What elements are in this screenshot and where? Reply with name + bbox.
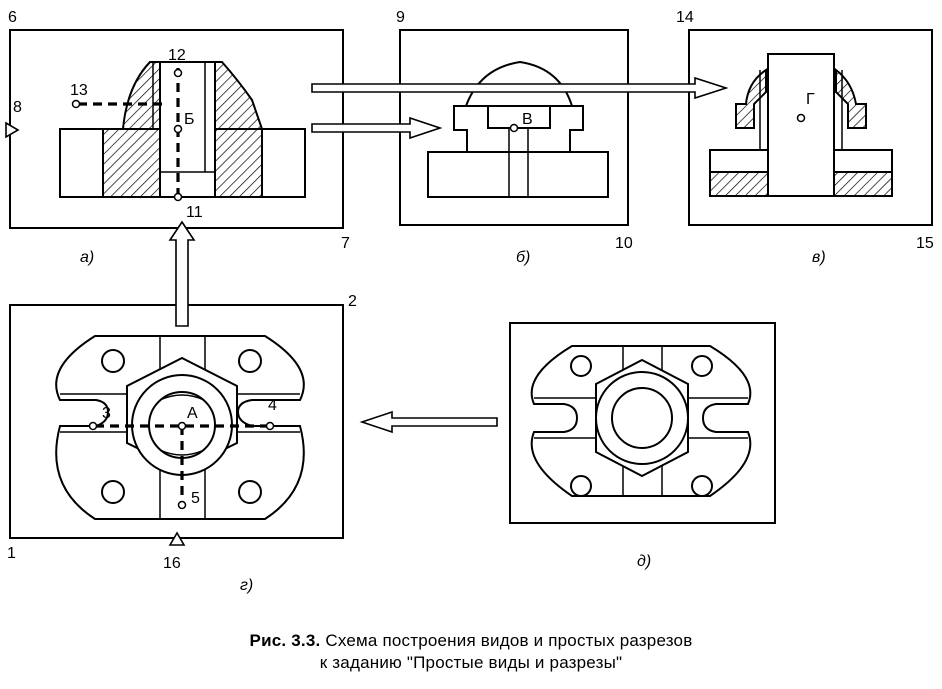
view-a-point-12 [173, 68, 183, 78]
view-a-caption: а) [80, 249, 94, 266]
arrow-g-to-a [168, 220, 196, 327]
view-a-hatch-left [102, 61, 161, 198]
view-v-frame [688, 29, 933, 226]
view-a-bore [159, 61, 216, 198]
view-g-point-5 [177, 500, 187, 510]
view-g-bottom-marker [168, 531, 186, 546]
view-a-point-13 [71, 99, 81, 109]
view-g-hole-br [238, 480, 262, 504]
view-a-corner-br: 7 [341, 235, 350, 252]
view-v-caption: в) [812, 249, 826, 266]
view-v: Г 14 15 в) [676, 9, 934, 266]
caption-line-2: к заданию "Простые виды и разрезы" [319, 653, 623, 672]
view-g-point-3 [88, 421, 98, 431]
view-g-point-4 [265, 421, 275, 431]
view-v-label-g: Г [806, 91, 815, 108]
view-a-label-b: Б [184, 111, 195, 128]
view-g-label-a: А [187, 405, 198, 422]
view-d-inner-ring [611, 387, 673, 449]
view-g-label-16: 16 [163, 555, 181, 572]
view-a: 6 7 8 12 13 Б 11 а) [5, 9, 350, 266]
arrow-d-to-g [359, 410, 498, 434]
view-b-caption: б) [516, 249, 530, 266]
view-v-point-g [796, 113, 806, 123]
view-a-point-b [173, 124, 183, 134]
view-v-hatch-left [735, 68, 767, 129]
view-b-label-v: В [522, 111, 533, 128]
caption-prefix: Рис. 3.3. [249, 631, 321, 650]
view-b: В 9 10 б) [396, 9, 633, 266]
view-d-hole-tl [570, 355, 592, 377]
view-b-base [427, 151, 609, 198]
view-d-hole-br [691, 475, 713, 497]
view-g-corner-tr: 2 [348, 293, 357, 310]
view-b-corner-br: 10 [615, 235, 633, 252]
view-v-hatch-base-left [709, 171, 769, 197]
projection-arrows [168, 76, 729, 434]
view-d: д) [509, 322, 776, 570]
view-g-hole-tr [238, 349, 262, 373]
view-v-core [767, 53, 835, 197]
view-d-frame [509, 322, 776, 524]
view-g-hole-bl [101, 480, 125, 504]
view-b-point-v [509, 123, 519, 133]
view-g: 1 2 3 А 4 5 16 г) [7, 293, 357, 594]
view-g-label-3: 3 [102, 405, 111, 422]
caption-line-1: Рис. 3.3. Схема построения видов и прост… [0, 630, 942, 652]
view-a-hatch-right [214, 61, 263, 198]
view-v-hatch-right [835, 67, 867, 129]
view-d-hole-bl [570, 475, 592, 497]
view-g-caption: г) [240, 577, 253, 594]
view-a-marker-label: 8 [13, 99, 22, 116]
view-a-label-13: 13 [70, 82, 88, 99]
view-a-label-12: 12 [168, 47, 186, 64]
view-g-hole-tl [101, 349, 125, 373]
view-b-slot [487, 105, 551, 129]
arrow-a-to-b [311, 116, 443, 140]
view-d-hole-tr [691, 355, 713, 377]
view-a-side-marker [5, 121, 20, 139]
view-g-label-4: 4 [268, 397, 277, 414]
view-a-label-11: 11 [186, 204, 203, 221]
view-b-corner-tl: 9 [396, 9, 405, 26]
view-g-corner-bl: 1 [7, 545, 16, 562]
view-a-point-11 [173, 192, 183, 202]
view-v-hatch-base-right [833, 171, 893, 197]
view-v-corner-tl: 14 [676, 9, 694, 26]
view-d-caption: д) [637, 553, 651, 570]
caption-text-1: Схема построения видов и простых разрезо… [325, 631, 693, 650]
view-v-corner-br: 15 [916, 235, 934, 252]
figure-caption: Рис. 3.3. Схема построения видов и прост… [0, 630, 942, 674]
view-a-corner-tl: 6 [8, 9, 17, 26]
view-g-label-5: 5 [191, 490, 200, 507]
arrow-a-to-v [311, 76, 729, 100]
view-g-point-a [177, 421, 187, 431]
